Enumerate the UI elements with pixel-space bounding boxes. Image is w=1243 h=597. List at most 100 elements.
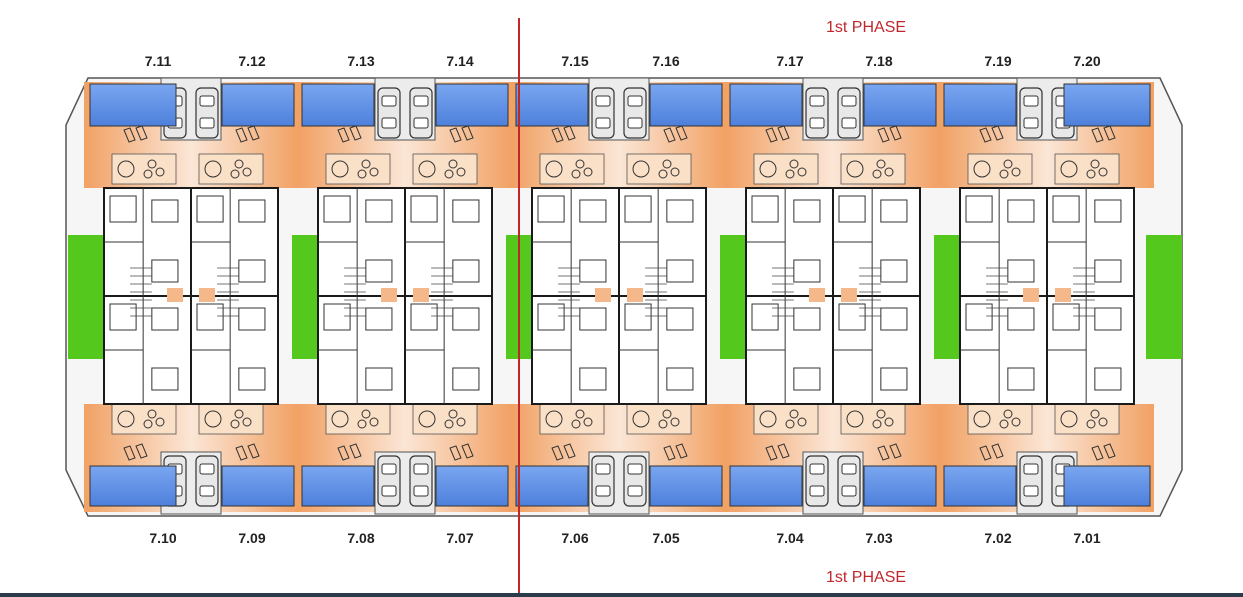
bed-icon [1094,199,1122,223]
car-rear-window [809,117,825,129]
bottom-border [0,593,1243,597]
chair-icon [1098,167,1108,177]
chair-icon [456,167,466,177]
table-icon [632,160,650,178]
chair-icon [797,167,807,177]
unit-label-bottom: 7.01 [1073,530,1100,546]
chair-icon [143,169,153,179]
car-rear-window [627,485,643,497]
patio [539,403,605,435]
bed-icon [365,199,393,223]
table-icon [545,410,563,428]
pool-top-right [221,83,295,127]
chair-icon [242,167,252,177]
hall-accent [841,288,857,302]
unit-label-top: 7.20 [1073,53,1100,69]
car-windshield [841,463,857,475]
patio [325,403,391,435]
garden-strip [934,235,962,359]
patio [967,403,1033,435]
sofa-icon [410,195,438,223]
chair-icon [357,419,367,429]
table-icon [117,160,135,178]
car-windshield [595,95,611,107]
unit-label-top: 7.14 [446,53,473,69]
hall-accent [413,288,429,302]
unit-label-bottom: 7.02 [984,530,1011,546]
chair-icon [785,419,795,429]
chair-icon [361,159,371,169]
pool-top-left [89,83,177,127]
chair-icon [658,419,668,429]
unit-label-top: 7.18 [865,53,892,69]
sunbed-icon [449,443,474,461]
chair-icon [1011,417,1021,427]
chair-icon [242,417,252,427]
chair-icon [444,419,454,429]
sofa-icon [965,195,993,223]
sunbed-icon [979,125,1004,143]
bed-icon [1007,199,1035,223]
patio [412,403,478,435]
bed-icon [1007,307,1035,331]
bed-icon [793,307,821,331]
unit-label-bottom: 7.03 [865,530,892,546]
sofa-icon [751,195,779,223]
sunbed-icon [765,443,790,461]
pool-bottom-right [863,465,937,507]
unit-label-bottom: 7.05 [652,530,679,546]
car-rear-window [809,485,825,497]
sofa-icon [109,303,137,331]
chair-icon [155,167,165,177]
chair-icon [571,419,581,429]
sunbed-icon [235,125,260,143]
chair-icon [357,169,367,179]
bed-icon [151,199,179,223]
pool-top-right [649,83,723,127]
sofa-icon [965,303,993,331]
house-blocks [68,77,1182,515]
car-rear-window [199,485,215,497]
table-icon [973,410,991,428]
chair-icon [658,169,668,179]
car-windshield [381,463,397,475]
car-rear-window [841,485,857,497]
chair-icon [583,167,593,177]
bed-icon [880,367,908,391]
pool-bottom-left [729,465,803,507]
bed-icon [793,367,821,391]
sofa-icon [751,303,779,331]
pool-bottom-right [435,465,509,507]
bed-icon [151,367,179,391]
unit-label-bottom: 7.09 [238,530,265,546]
chair-icon [369,167,379,177]
sofa-icon [1052,195,1080,223]
table-icon [418,410,436,428]
bed-icon [793,199,821,223]
chair-icon [234,409,244,419]
table-icon [331,410,349,428]
bed-icon [1007,259,1035,283]
chair-icon [1090,409,1100,419]
sofa-icon [109,195,137,223]
patio [412,153,478,185]
unit-label-bottom: 7.08 [347,530,374,546]
table-icon [1060,160,1078,178]
patio [626,153,692,185]
car-windshield [1023,95,1039,107]
sofa-icon [196,195,224,223]
bed-icon [151,307,179,331]
chair-icon [448,159,458,169]
bed-icon [365,307,393,331]
sofa-icon [537,195,565,223]
pool-top-left [943,83,1017,127]
pool-bottom-right [1063,465,1151,507]
block-2 [298,77,512,515]
bed-icon [238,259,266,283]
hall-accent [1023,288,1039,302]
pool-top-right [1063,83,1151,127]
unit-label-bottom: 7.06 [561,530,588,546]
unit-label-top: 7.11 [145,53,172,69]
bed-icon [579,199,607,223]
chair-icon [789,159,799,169]
